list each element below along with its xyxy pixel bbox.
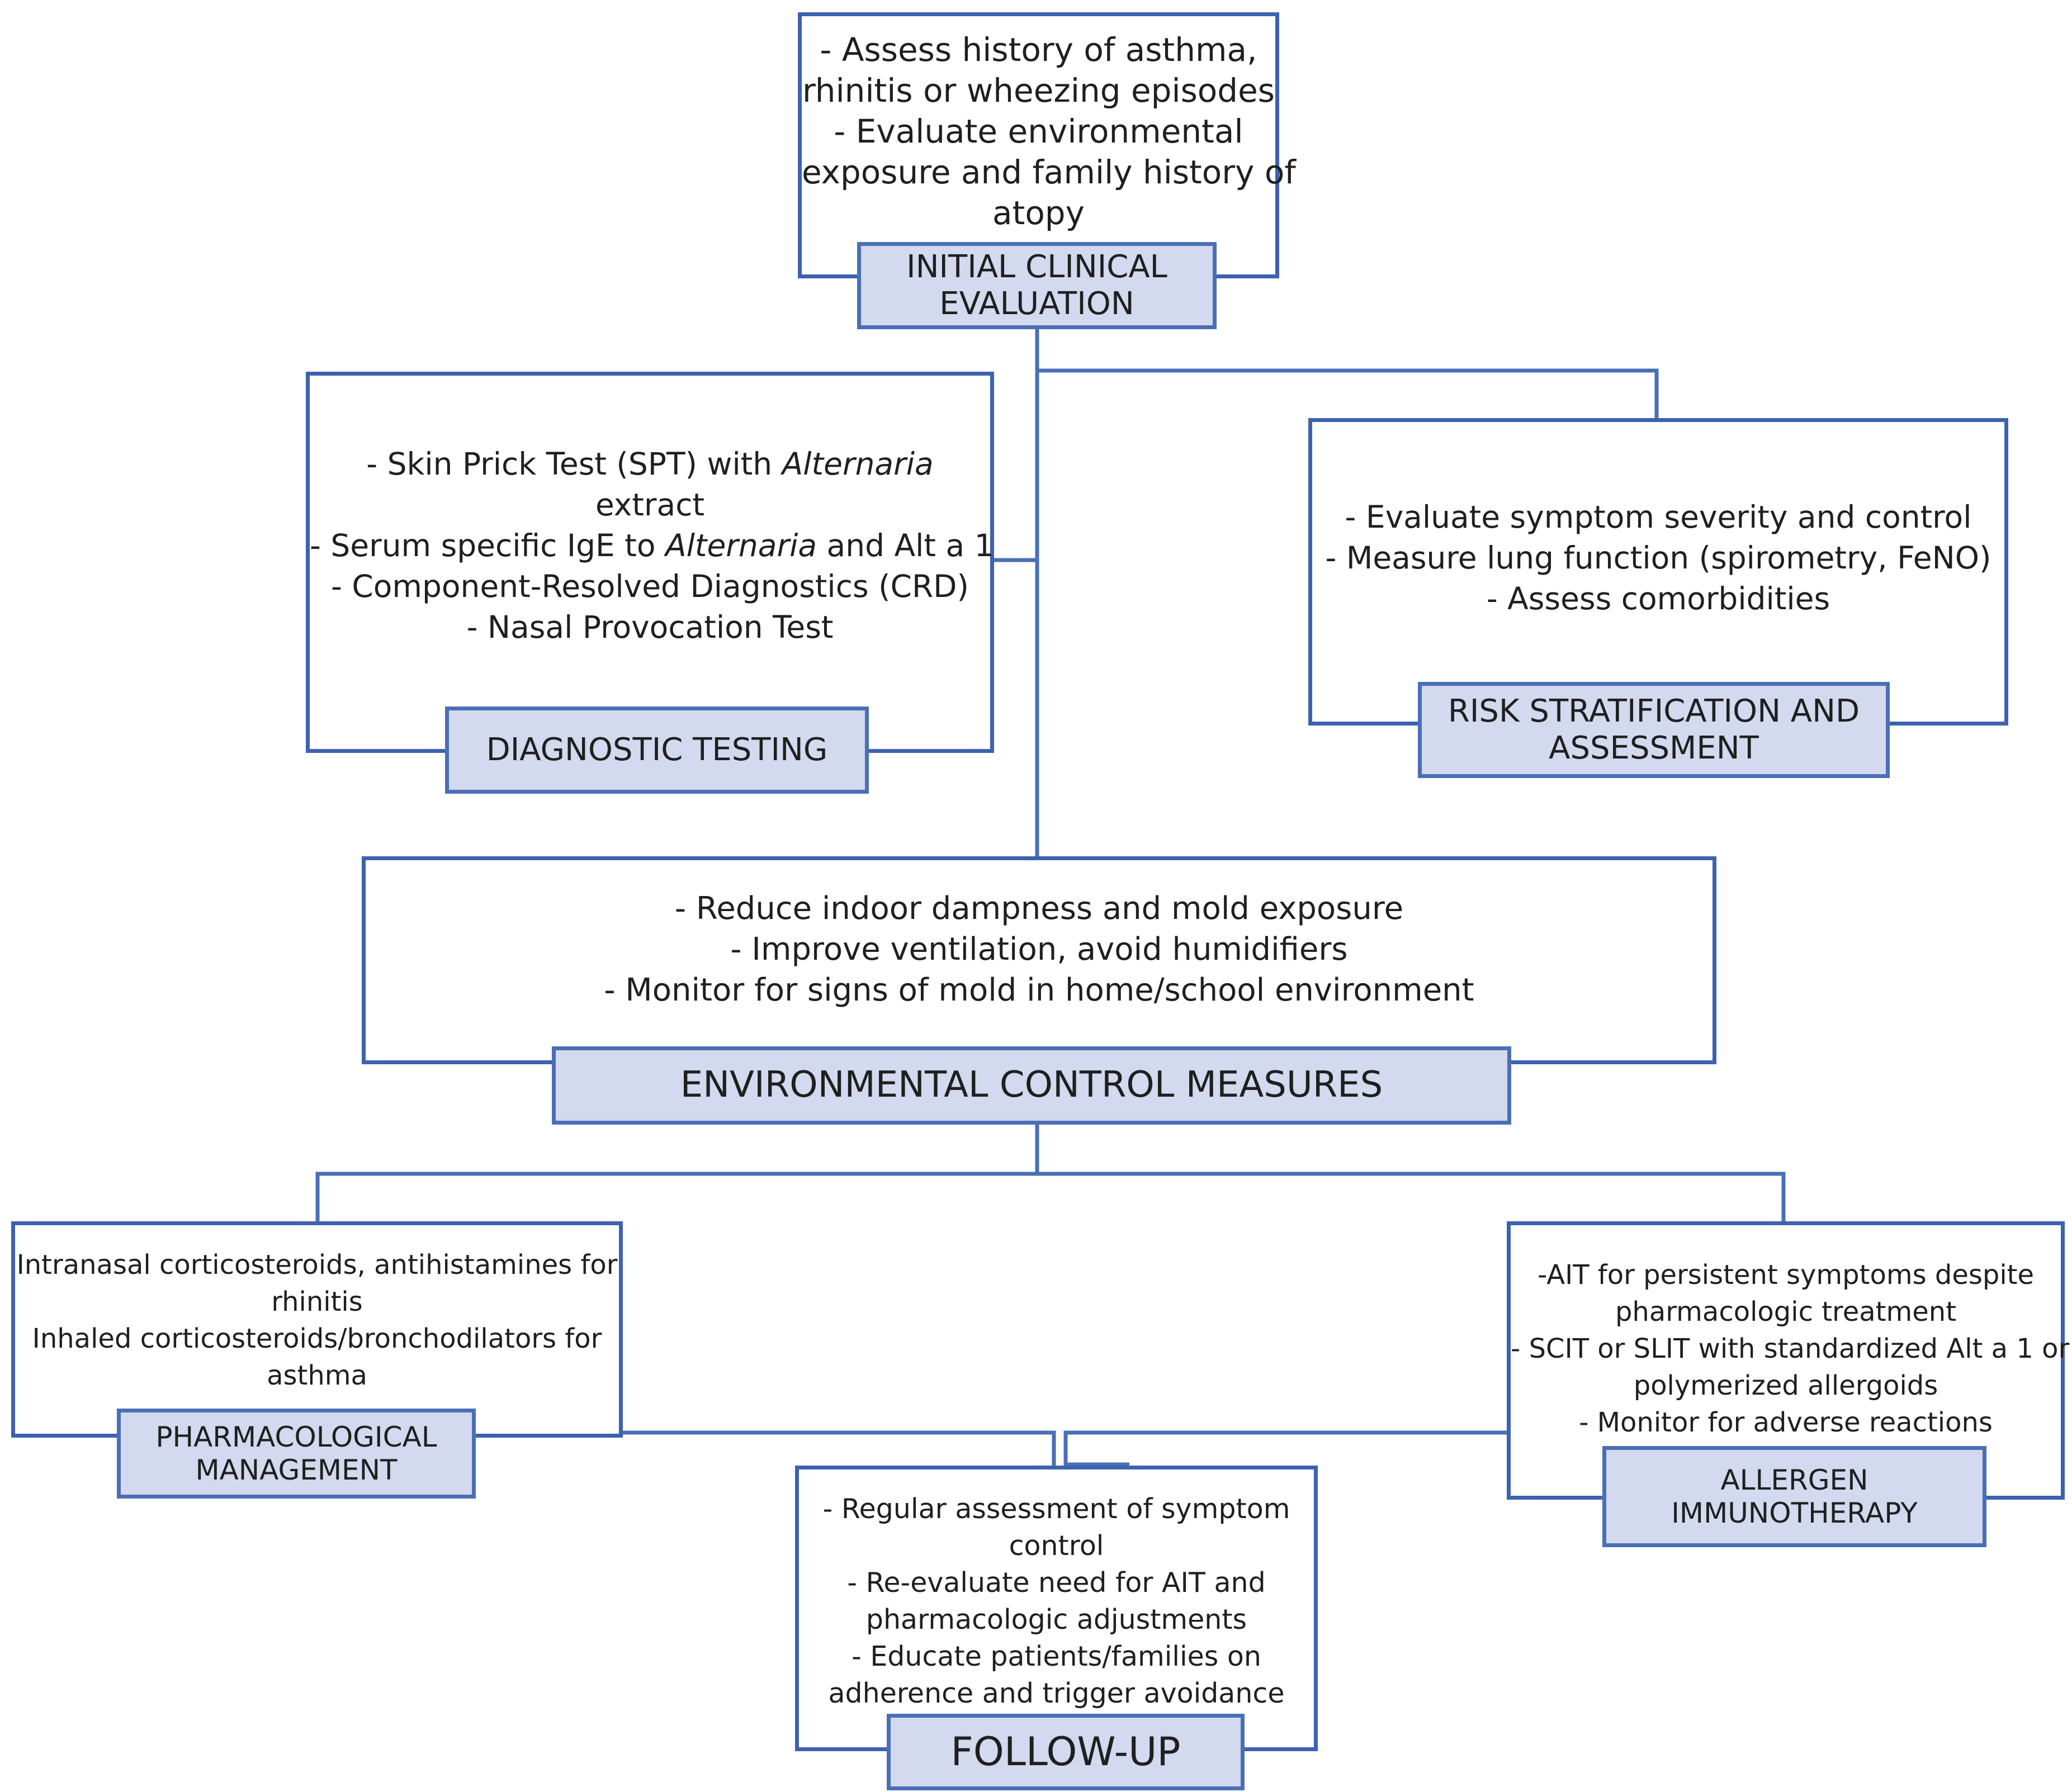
- connector-ait-to-follow: [1063, 1430, 1507, 1466]
- text-line: - Skin Prick Test (SPT) with Alternaria: [310, 444, 990, 485]
- text-line: adherence and trigger avoidance: [828, 1677, 1285, 1709]
- text-line: - Improve ventilation, avoid humidifiers: [730, 931, 1348, 968]
- label-line: ALLERGEN: [1720, 1463, 1868, 1496]
- text-line: - Regular assessment of symptom: [822, 1493, 1290, 1525]
- diagnostic-testing-text: - Skin Prick Test (SPT) with Alternaria …: [310, 444, 994, 648]
- follow-up-box: - Regular assessment of symptom control …: [795, 1466, 1318, 1751]
- text-line: -AIT for persistent symptoms despite: [1537, 1259, 2035, 1291]
- label-line: PHARMACOLOGICAL: [155, 1420, 437, 1453]
- text-line: - Evaluate environmental: [834, 112, 1243, 150]
- text-line: extract: [595, 487, 705, 523]
- text-line: Intranasal corticosteroids, antihistamin…: [16, 1249, 618, 1281]
- initial-evaluation-label: INITIAL CLINICAL EVALUATION: [857, 242, 1217, 329]
- text-line: - Reduce indoor dampness and mold exposu…: [674, 890, 1404, 927]
- text-line: exposure and family history of: [802, 153, 1296, 191]
- label-line: INITIAL CLINICAL: [906, 248, 1167, 285]
- risk-stratification-label: RISK STRATIFICATION AND ASSESSMENT: [1418, 682, 1890, 778]
- italic-term: Alternaria: [665, 528, 817, 563]
- pharmacological-management-text: Intranasal corticosteroids, antihistamin…: [15, 1246, 619, 1394]
- allergen-immunotherapy-label: ALLERGEN IMMUNOTHERAPY: [1602, 1446, 1986, 1547]
- text-line: - Assess comorbidities: [1486, 581, 1830, 617]
- connector-to-ait: [1037, 1172, 1786, 1221]
- text-line: control: [1009, 1530, 1104, 1562]
- follow-up-text: - Regular assessment of symptom control …: [799, 1491, 1314, 1712]
- environmental-control-text: - Reduce indoor dampness and mold exposu…: [366, 888, 1713, 1011]
- connector-pharm-to-follow: [623, 1430, 1056, 1466]
- text-line: asthma: [267, 1360, 367, 1391]
- text-line: - Assess history of asthma,: [820, 31, 1257, 69]
- environmental-control-box: - Reduce indoor dampness and mold exposu…: [362, 856, 1716, 1064]
- label-line: ASSESSMENT: [1549, 730, 1759, 766]
- text-segment: - Skin Prick Test (SPT) with: [366, 446, 782, 482]
- text-line: - Evaluate symptom severity and control: [1345, 499, 1972, 535]
- environmental-control-label: ENVIRONMENTAL CONTROL MEASURES: [552, 1046, 1511, 1125]
- text-line: - SCIT or SLIT with standardized Alt a 1…: [1511, 1333, 2070, 1364]
- text-line: - Monitor for adverse reactions: [1579, 1407, 1993, 1438]
- label-line: MANAGEMENT: [195, 1453, 398, 1486]
- risk-stratification-box: - Evaluate symptom severity and control …: [1308, 418, 2008, 726]
- label-line: FOLLOW-UP: [950, 1729, 1181, 1775]
- text-line: pharmacologic treatment: [1615, 1296, 1957, 1328]
- pharmacological-management-label: PHARMACOLOGICAL MANAGEMENT: [117, 1409, 476, 1499]
- text-line: - Nasal Provocation Test: [466, 609, 834, 645]
- label-line: DIAGNOSTIC TESTING: [486, 731, 828, 768]
- text-line: - Component-Resolved Diagnostics (CRD): [331, 568, 969, 604]
- text-line: rhinitis or wheezing episodes: [802, 72, 1275, 110]
- label-line: IMMUNOTHERAPY: [1671, 1496, 1918, 1529]
- allergen-immunotherapy-text: -AIT for persistent symptoms despite pha…: [1511, 1257, 2070, 1441]
- initial-evaluation-text: - Assess history of asthma, rhinitis or …: [802, 30, 1296, 234]
- diagnostic-testing-box: - Skin Prick Test (SPT) with Alternaria …: [306, 372, 994, 753]
- initial-evaluation-box: - Assess history of asthma, rhinitis or …: [798, 12, 1296, 278]
- text-line: atopy: [992, 194, 1085, 232]
- risk-stratification-text: - Evaluate symptom severity and control …: [1312, 497, 2004, 619]
- text-line: rhinitis: [271, 1286, 363, 1317]
- connector-to-pharm: [315, 1172, 1037, 1221]
- text-line: polymerized allergoids: [1633, 1370, 1938, 1401]
- follow-up-label: FOLLOW-UP: [887, 1714, 1245, 1790]
- label-line: RISK STRATIFICATION AND: [1447, 693, 1860, 729]
- pharmacological-management-box: Intranasal corticosteroids, antihistamin…: [11, 1221, 623, 1438]
- italic-term: Alternaria: [782, 446, 934, 482]
- text-line: - Re-evaluate need for AIT and: [847, 1567, 1266, 1599]
- label-line: EVALUATION: [939, 286, 1134, 322]
- text-segment: and Alt a 1: [817, 528, 994, 563]
- text-line: Inhaled corticosteroids/bronchodilators …: [32, 1323, 602, 1354]
- text-line: - Serum specific IgE to Alternaria and A…: [310, 525, 994, 566]
- text-line: - Measure lung function (spirometry, FeN…: [1325, 540, 1991, 576]
- text-segment: - Serum specific IgE to: [310, 528, 665, 563]
- text-line: - Educate patients/families on: [851, 1641, 1261, 1672]
- text-line: pharmacologic adjustments: [865, 1604, 1247, 1635]
- label-line: ENVIRONMENTAL CONTROL MEASURES: [680, 1064, 1383, 1106]
- connector-to-risk: [1037, 368, 1659, 418]
- text-line: - Monitor for signs of mold in home/scho…: [604, 972, 1474, 1008]
- diagnostic-testing-label: DIAGNOSTIC TESTING: [445, 707, 869, 794]
